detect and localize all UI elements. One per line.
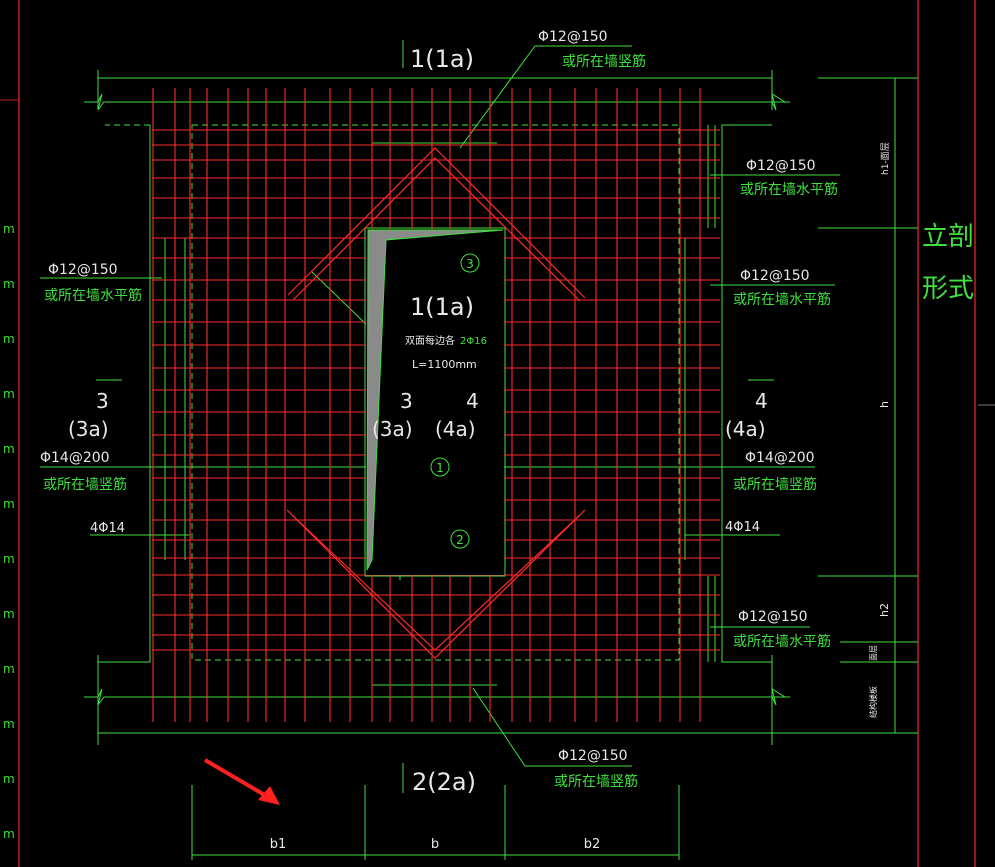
left-bars: 4Φ14: [90, 521, 125, 536]
dim-structure: 结构楼板: [868, 686, 878, 718]
ruler-letter: m: [3, 772, 15, 786]
marker-3: 3: [460, 253, 480, 273]
right-upper-1-spec: Φ12@150: [746, 158, 816, 174]
right-bars: 4Φ14: [725, 520, 760, 535]
center-length: L=1100mm: [412, 358, 477, 371]
section-mark-center: 1(1a): [410, 293, 474, 321]
right-mid-spec: Φ14@200: [745, 450, 815, 466]
dim-surface: 面层: [869, 645, 878, 661]
rebar-grid: [152, 88, 720, 722]
left-upper-note: 或所在墙水平筋: [44, 287, 142, 304]
opening-interior: [366, 229, 504, 575]
section-mark-right-num: 4: [755, 389, 768, 413]
section-mark-bottom: 2(2a): [412, 768, 476, 796]
section-mark-top: 1(1a): [410, 45, 474, 73]
marker-3-label: 3: [466, 257, 474, 271]
center-bars: 2Φ16: [460, 336, 487, 347]
ruler-letter: m: [3, 277, 15, 291]
top-callout-spec: Φ12@150: [538, 29, 608, 45]
elevation-title-2: 形式: [922, 274, 974, 304]
right-upper-1-note: 或所在墙水平筋: [740, 181, 838, 198]
left-ruler: m m m m m m m m m m m m: [0, 0, 20, 867]
ruler-letter: m: [3, 332, 15, 346]
ruler-letter: m: [3, 497, 15, 511]
ruler-letter: m: [3, 222, 15, 236]
cut-region: [366, 229, 504, 571]
section-mark-center-left-num: 3: [400, 389, 413, 413]
ruler-letter: m: [3, 827, 15, 841]
dim-h1: h1-面层: [880, 142, 891, 175]
section-mark-right-sub: (4a): [725, 417, 766, 441]
ruler-letter: m: [3, 607, 15, 621]
marker-2-label: 2: [456, 533, 464, 547]
section-mark-center-left-sub: (3a): [372, 417, 413, 441]
dim-h2: h2: [878, 603, 891, 617]
right-mid-note: 或所在墙竖筋: [733, 476, 817, 493]
section-mark-center-right-sub: (4a): [435, 417, 476, 441]
right-lower-note: 或所在墙水平筋: [733, 633, 831, 650]
top-callout-note: 或所在墙竖筋: [562, 53, 646, 70]
bottom-callout-note: 或所在墙竖筋: [554, 773, 638, 790]
left-upper-spec: Φ12@150: [48, 262, 118, 278]
marker-2: 2: [450, 529, 470, 549]
dim-b1: b1: [270, 837, 287, 852]
dim-b: b: [431, 837, 439, 852]
ruler-letter: m: [3, 552, 15, 566]
right-upper-2-spec: Φ12@150: [740, 268, 810, 284]
ruler-letter: m: [3, 387, 15, 401]
right-frame: [917, 0, 976, 867]
red-arrow-pointer: [203, 758, 280, 805]
left-mid-spec: Φ14@200: [40, 450, 110, 466]
dim-h: h: [878, 401, 891, 408]
dim-b2: b2: [584, 837, 601, 852]
section-mark-left-num: 3: [96, 389, 109, 413]
ruler-letter: m: [3, 662, 15, 676]
right-upper-2-note: 或所在墙水平筋: [733, 291, 831, 308]
center-each-side: 双面每边各: [405, 334, 455, 347]
marker-1: 1: [430, 457, 450, 477]
ruler-letter: m: [3, 717, 15, 731]
section-mark-left-sub: (3a): [68, 417, 109, 441]
marker-1-label: 1: [436, 461, 444, 475]
right-lower-spec: Φ12@150: [738, 609, 808, 625]
diagonal-rebar: [286, 147, 586, 659]
left-mid-note: 或所在墙竖筋: [43, 476, 127, 493]
elevation-title-1: 立剖: [922, 222, 974, 252]
ruler-letter: m: [3, 442, 15, 456]
bottom-callout-spec: Φ12@150: [558, 748, 628, 764]
section-mark-center-right-num: 4: [466, 389, 479, 413]
